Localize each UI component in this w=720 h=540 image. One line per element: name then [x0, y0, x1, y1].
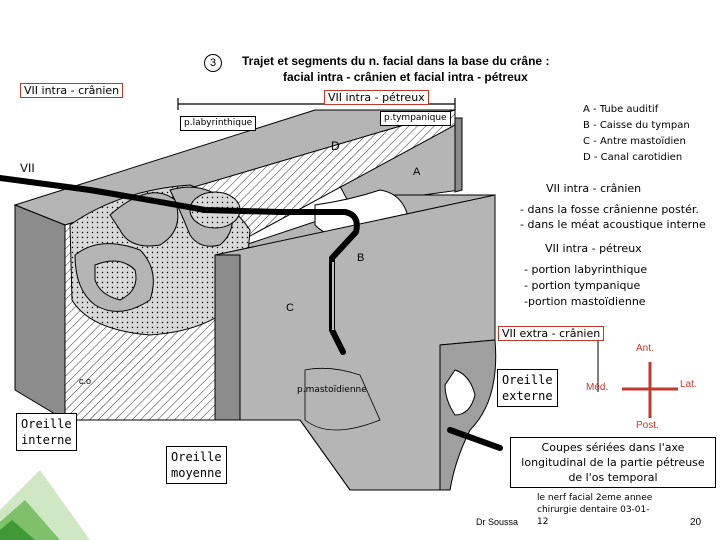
facial-nerve-path [0, 175, 503, 451]
oreille-moyenne-line-2: moyenne [171, 466, 222, 480]
intra-petreux-line-1: - portion labyrinthique [524, 263, 648, 276]
legend-item-b: B - Caisse du tympan [583, 120, 690, 131]
intra-cranien-lines: - dans la fosse crânienne postér. - dans… [520, 202, 706, 232]
label-p-labyrinthique: p.labyrinthique [180, 116, 257, 131]
box-oreille-moyenne: Oreille moyenne [166, 446, 227, 484]
label-vii-intra-petreux-box: VII intra - pétreux [324, 90, 429, 105]
coupes-line-1: Coupes sériées dans l'axe [541, 441, 685, 454]
coupes-line-2: longitudinal de la partie pétreuse [521, 456, 705, 469]
oreille-externe-line-1: Oreille [502, 373, 553, 387]
label-c: C [286, 302, 294, 314]
coupes-line-3: de l'os temporal [568, 471, 658, 484]
oreille-interne-line-1: Oreille [21, 417, 72, 431]
label-vii-intra-cranien-box: VII intra - crânien [20, 83, 124, 98]
label-vii-extra-cranien-box: VII extra - crânien [498, 326, 605, 341]
label-p-mastoidienne: p.mastoïdienne [297, 385, 367, 395]
box-coupes-series: Coupes sériées dans l'axe longitudinal d… [510, 437, 716, 488]
title-line-1: Trajet et segments du n. facial dans la … [242, 54, 550, 68]
footer-course: le nerf facial 2eme annee chirurgie dent… [537, 492, 652, 528]
intra-cranien-heading: VII intra - crânien [546, 182, 642, 195]
box-oreille-interne: Oreille interne [16, 413, 77, 451]
legend-item-a: A - Tube auditif [583, 104, 659, 115]
label-co: c.o [79, 376, 92, 386]
orientation-med: Méd. [586, 382, 609, 393]
oreille-externe-line-2: externe [502, 389, 553, 403]
legend-item-c: C - Antre mastoïdien [583, 136, 686, 147]
label-d: D [331, 139, 340, 153]
slab-lateral [214, 194, 497, 491]
orientation-lat: Lat. [680, 379, 697, 390]
orientation-ant: Ant. [636, 343, 654, 354]
intra-petreux-lines: - portion labyrinthique - portion tympan… [524, 262, 648, 310]
corner-decoration [0, 470, 90, 540]
label-a: A [413, 166, 421, 178]
label-p-tympanique: p.tympanique [380, 111, 451, 126]
intra-cranien-line-1: - dans la fosse crânienne postér. [520, 203, 699, 216]
footer-course-line-3: 12 [537, 517, 549, 527]
oreille-moyenne-line-1: Oreille [171, 450, 222, 464]
footer-course-line-2: chirurgie dentaire 03-01- [537, 505, 650, 515]
footer-page-number: 20 [690, 517, 702, 528]
legend-item-d: D - Canal carotidien [583, 152, 683, 163]
footer-course-line-1: le nerf facial 2eme annee [537, 493, 653, 503]
intra-petreux-line-3: -portion mastoïdienne [524, 295, 646, 308]
title-line-2: facial intra - crânien et facial intra -… [283, 70, 528, 84]
slab-front [13, 109, 456, 421]
oreille-interne-line-2: interne [21, 433, 72, 447]
orientation-post: Post. [636, 420, 659, 431]
slide-number-badge: 3 [204, 54, 222, 72]
label-b: B [357, 252, 365, 264]
intra-cranien-line-2: - dans le méat acoustique interne [520, 218, 706, 231]
orientation-compass [622, 362, 678, 418]
intra-petreux-heading: VII intra - pétreux [545, 242, 642, 255]
intra-petreux-line-2: - portion tympanique [524, 279, 641, 292]
label-vii: VII [20, 161, 35, 175]
footer-author: Dr Soussa [476, 517, 519, 527]
legend: A - Tube auditif B - Caisse du tympan C … [583, 102, 690, 166]
box-oreille-externe: Oreille externe [497, 369, 558, 407]
